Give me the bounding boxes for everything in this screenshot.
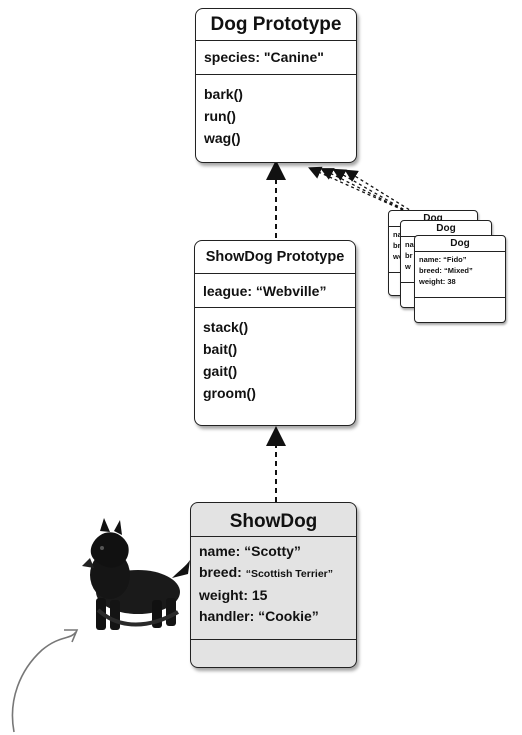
- scottish-terrier-photo: [82, 518, 190, 630]
- method-bark: bark(): [204, 86, 243, 102]
- dog-instance-middle-field-0: na: [405, 240, 414, 249]
- dog-instance-name: name: “Fido”: [419, 255, 467, 264]
- dog-prototype-box: Dog Prototype species: "Canine" bark() r…: [195, 8, 357, 163]
- showdog-fields: name: “Scotty” breed: “Scottish Terrier”…: [191, 537, 356, 640]
- showdog-name: name: “Scotty”: [199, 543, 301, 559]
- method-gait: gait(): [203, 363, 238, 379]
- dog-instance-back-field-0: na: [393, 230, 402, 239]
- dog-instance-fields: name: “Fido” breed: “Mixed” weight: 38: [415, 252, 505, 298]
- dog-prototype-properties: species: "Canine": [196, 41, 356, 75]
- dog-prototype-methods: bark() run() wag(): [196, 75, 356, 157]
- method-groom: groom(): [203, 385, 256, 401]
- dog-instance-weight: weight: 38: [419, 277, 456, 286]
- dog-instance-back-field-2: we: [393, 252, 404, 261]
- dog-instance-middle-field-2: w: [405, 262, 411, 271]
- showdog-methods: [191, 640, 356, 668]
- curved-arrow: [11, 631, 77, 733]
- method-wag: wag(): [204, 130, 241, 146]
- showdog-breed: breed: “Scottish Terrier”: [199, 562, 348, 585]
- method-run: run(): [204, 108, 236, 124]
- dog-instance-breed: breed: “Mixed”: [419, 266, 473, 275]
- showdog-weight: weight: 15: [199, 587, 268, 603]
- showdog-prototype-methods: stack() bait() gait() groom(): [195, 308, 355, 412]
- showdog-prototype-title: ShowDog Prototype: [195, 241, 355, 274]
- dog-instance-back-field-1: br: [393, 241, 401, 250]
- showdog-prototype-box: ShowDog Prototype league: “Webville” sta…: [194, 240, 356, 426]
- curved-arrow-head: [64, 629, 79, 643]
- dog-instance-middle-field-1: br: [405, 251, 413, 260]
- league-property: league: “Webville”: [203, 283, 327, 299]
- showdog-box: ShowDog name: “Scotty” breed: “Scottish …: [190, 502, 357, 668]
- showdog-breed-label: breed:: [199, 564, 242, 580]
- dog-prototype-title: Dog Prototype: [196, 9, 356, 41]
- method-stack: stack(): [203, 319, 249, 335]
- species-property: species: "Canine": [204, 49, 324, 65]
- showdog-breed-value: “Scottish Terrier”: [245, 568, 334, 580]
- showdog-handler: handler: “Cookie”: [199, 608, 319, 624]
- showdog-prototype-properties: league: “Webville”: [195, 274, 355, 308]
- showdog-title: ShowDog: [191, 503, 356, 537]
- dog-instance-title: Dog: [415, 236, 505, 252]
- method-bait: bait(): [203, 341, 238, 357]
- dog-instance-front: Dog name: “Fido” breed: “Mixed” weight: …: [414, 235, 506, 323]
